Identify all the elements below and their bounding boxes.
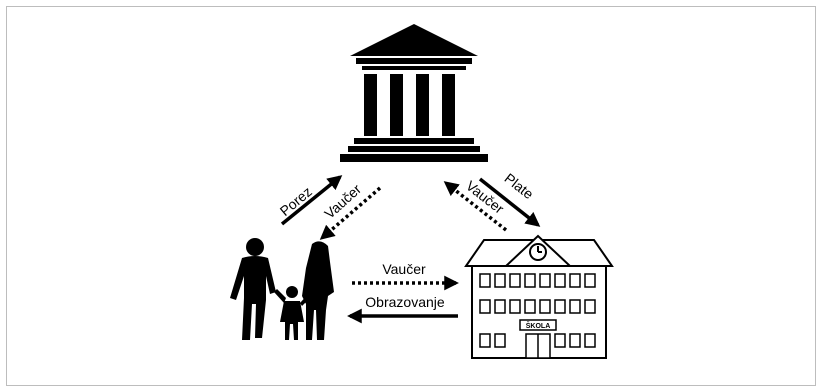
label-plate: Plate: [502, 170, 537, 202]
vaucer-left-arrow: [319, 186, 382, 240]
vaucer-right-arrow: [443, 181, 508, 232]
plate-arrow: [478, 177, 541, 227]
porez-arrow: [280, 175, 343, 226]
school-building-icon: [464, 234, 614, 359]
family-icon: [230, 238, 334, 340]
label-vaucer-bottom: Vaučer: [382, 261, 426, 277]
school-sign: ŠKOLA: [526, 321, 551, 330]
label-obrazovanje: Obrazovanje: [365, 294, 445, 310]
government-building-icon: [340, 24, 488, 162]
